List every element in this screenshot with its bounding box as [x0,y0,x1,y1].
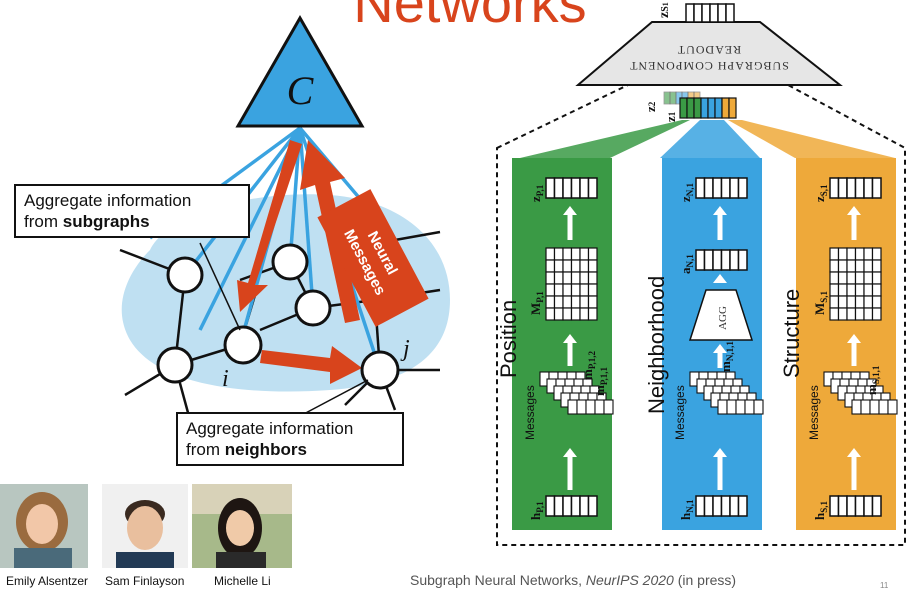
page-number: 11 [880,581,889,590]
callout-subgraphs: Aggregate information from subgraphs [14,184,250,238]
citation-prefix: Subgraph Neural Networks, [410,572,586,588]
graph-node-j [360,350,400,390]
channel-name-structure: Structure [779,289,804,378]
flow-arrow [713,344,727,368]
flow-arrow [563,206,577,240]
flow-arrow [713,448,727,490]
neighborhood-channel [662,158,762,530]
author-photo-michelle [192,484,292,568]
readout-line1: SUBGRAPH COMPONENT [629,59,789,73]
position-channel [512,158,612,530]
callout-pointer [199,242,241,331]
channel-M-label: MS,1 [812,290,829,315]
channel-h-vector [695,495,748,517]
z-combined-vectors: z2 z1 [643,91,737,122]
readout-line2: READOUT [677,43,741,57]
graph-node [166,256,204,294]
callout-pointer [299,379,369,417]
flow-arrow [847,334,861,366]
channel-h-vector [545,495,598,517]
graph-node [156,346,194,384]
channel-z-vector [695,177,748,199]
slide-title: Networks [353,0,586,34]
messages-label: Messages [673,385,687,440]
callout-neighbors-bold: neighbors [224,440,307,459]
channel-z-label: zN,1 [678,182,695,202]
agg-label: AGG [717,306,729,330]
channel-a-label: aN,1 [678,254,695,274]
channel-h-vector [829,495,882,517]
citation: Subgraph Neural Networks, NeurIPS 2020 (… [410,572,736,588]
z-s1-vector: zS1 [657,2,735,23]
channel-fans [520,120,895,158]
channel-h-label: hS,1 [812,501,829,520]
message-stack [689,371,764,415]
messages-label: Messages [523,385,537,440]
channel-m-label: mN,1,1 [718,341,735,372]
channel-h-label: hP,1 [528,501,545,520]
channel-z-vector [829,177,882,199]
flow-arrow [847,206,861,240]
agg-trapezoid [688,289,754,341]
channel-z-label: zP,1 [528,184,545,202]
svg-text:zS1: zS1 [657,2,672,18]
channel-h-label: hN,1 [678,499,695,520]
channel-m1-label: mS,1,1 [864,365,881,395]
citation-suffix: (in press) [673,572,737,588]
graph-node [271,243,309,281]
message-stack [539,371,614,415]
node-j-label: j [400,336,410,362]
channel-a-vector [695,249,748,271]
flow-arrow [713,274,727,283]
component-label: C [287,68,315,113]
channel-name-position: Position [496,300,521,378]
author-photo-sam [102,484,188,568]
messages-label: Messages [807,385,821,440]
citation-venue: NeurIPS 2020 [585,572,674,588]
flow-arrow [563,448,577,490]
channel-z-vector [545,177,598,199]
svg-text:z2: z2 [643,101,658,112]
right-architecture-diagram: SUBGRAPH COMPONENT READOUT zS1 z2 z1 zP,… [496,2,906,546]
callout-subgraphs-prefix: from [24,212,63,231]
graph-nodes [156,243,400,390]
author-name: Sam Finlayson [105,574,185,588]
callout-neighbors-prefix: from [186,440,225,459]
callout-subgraphs-line1: Aggregate information [24,191,192,210]
arrow-to-node-i [237,140,302,312]
channel-M-label: MP,1 [528,291,545,315]
structure-channel [796,158,896,530]
channel-z-label: zS,1 [812,184,829,202]
node-i-label: i [222,366,229,392]
graph-node-i [223,325,263,365]
channel-matrix [545,247,598,321]
callout-subgraphs-bold: subgraphs [62,212,150,231]
channel-m1-label: mP,1,1 [592,366,609,396]
flow-arrow [563,334,577,366]
svg-text:z1: z1 [663,111,678,122]
arrow-i-to-j [260,346,362,384]
author-name: Emily Alsentzer [6,574,89,588]
channel-name-neighborhood: Neighborhood [644,276,669,414]
left-graph-diagram: C Neural Messages i j [119,14,450,421]
author-photo-emily [0,484,88,568]
channel-m2-label: mP,1,2 [580,350,597,380]
flow-arrow [847,448,861,490]
message-stack [823,371,898,415]
z-s1-cells [685,3,735,23]
channel-matrix [829,247,882,321]
flow-arrow [713,206,727,240]
graph-node [294,289,332,327]
neural-messages-label-box: Neural Messages [317,189,429,327]
callout-neighbors-line1: Aggregate information [186,419,354,438]
component-triangle [235,14,365,128]
callout-neighbors: Aggregate information from neighbors [176,412,404,466]
author-name: Michelle Li [214,574,271,588]
